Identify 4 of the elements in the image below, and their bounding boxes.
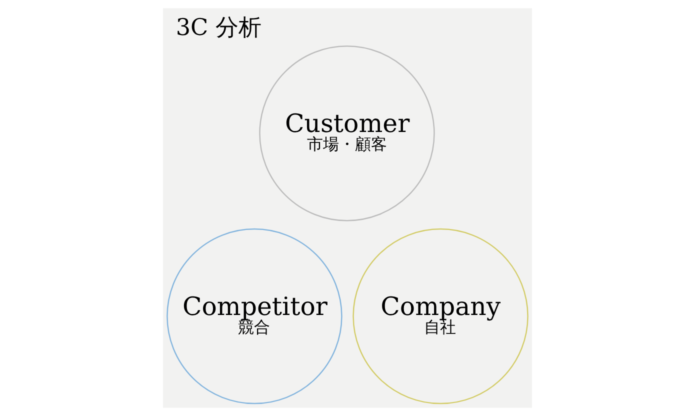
diagram-title: 3C 分析 xyxy=(176,15,262,42)
node-circle: Company 自社 xyxy=(352,228,528,404)
node-circle: Customer 市場・顧客 xyxy=(259,45,435,222)
node-circle: Competitor 競合 xyxy=(166,228,342,404)
